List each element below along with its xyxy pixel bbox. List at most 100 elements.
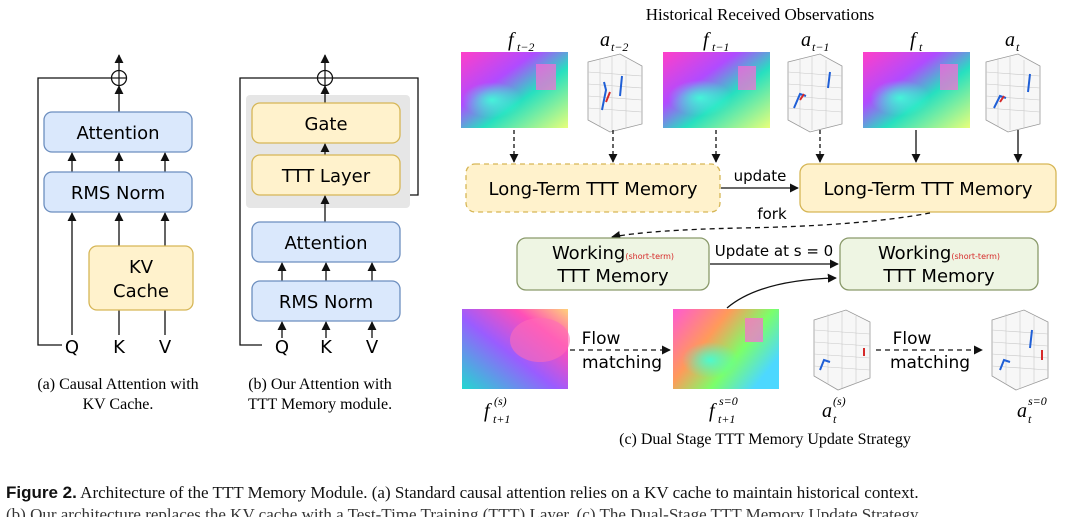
kv-cache-label-2: Cache [113,281,169,302]
action-plot-t-1 [787,53,843,133]
label-a-t-s: a (s) t [822,394,846,426]
svg-text:a: a [801,29,811,51]
kv-cache-block [88,245,194,311]
fork-arrow [611,212,931,240]
panel-c-title: Historical Received Observations [646,5,875,24]
svg-text:t+1: t+1 [718,412,735,426]
denoised-flow-image [673,309,779,389]
rms-norm-block-b [251,280,401,322]
input-v: V [159,337,172,358]
figure-caption-text-1: Architecture of the TTT Memory Module. (… [80,483,919,502]
obs-label-a-t: a t [1005,29,1020,54]
action-plot-t-2 [587,53,643,133]
gate-block [251,102,401,144]
svg-text:t−1: t−1 [712,40,729,54]
input-v-b: V [366,337,379,358]
fork-label: fork [757,205,787,223]
svg-text:(s): (s) [833,394,846,408]
panel-a-residual-line [37,77,112,346]
panel-c: Historical Received Observations f t−2 a… [461,5,1057,448]
svg-text:t−2: t−2 [611,40,628,54]
svg-text:f: f [508,29,516,51]
long-term-memory-old-label: Long-Term TTT Memory [488,179,697,200]
working-memory-old [516,237,710,291]
attention-label-b: Attention [284,233,367,254]
working-memory-new-label: Working(short-term) [878,243,1000,264]
panel-a-caption-1: (a) Causal Attention with [37,376,198,393]
obs-label-f-t-2: f t−2 [508,29,534,54]
panel-c-caption: (c) Dual Stage TTT Memory Update Strateg… [619,431,911,448]
flow-image-t-2 [461,52,568,128]
denoised-action-plot [991,309,1049,391]
obs-label-a-t-1: a t−1 [801,29,829,54]
action-plot-t [985,53,1041,133]
panel-b-residual-line [239,77,318,346]
working-memory-old-label-2: TTT Memory [556,266,669,287]
svg-text:s=0: s=0 [1028,394,1047,408]
panel-a-add-node [110,69,128,87]
svg-text:f: f [484,400,492,422]
svg-text:a: a [600,29,610,51]
attention-label: Attention [76,123,159,144]
update-at-s0-label: Update at s = 0 [715,242,833,260]
figure-label: Figure 2. [6,483,77,502]
flow-image-t [863,52,970,128]
attention-block-b [251,221,401,263]
long-term-memory-old [465,163,721,213]
panel-a: Attention RMS Norm KV Cache Q K V (a) Ca… [37,54,199,413]
svg-text:f: f [703,29,711,51]
obs-label-f-t: f t [910,29,923,54]
flow-matching-label-1a: Flow [582,329,621,349]
svg-text:t: t [919,40,923,54]
flow-matching-label-2b: matching [890,353,970,373]
flow-image-t-1 [663,52,770,128]
figure-caption: Figure 2. Architecture of the TTT Memory… [6,482,1080,517]
update-label: update [734,167,787,185]
ttt-layer-block [251,154,401,196]
flow-matching-label-2a: Flow [893,329,932,349]
working-memory-new [839,237,1039,291]
svg-text:a: a [822,400,832,422]
label-f-t1-s: f (s) t+1 [484,394,510,426]
svg-text:f: f [910,29,918,51]
svg-text:t−2: t−2 [517,40,534,54]
svg-text:f: f [709,400,717,422]
figure-caption-line-1: Figure 2. Architecture of the TTT Memory… [6,482,1080,504]
ttt-layer-label: TTT Layer [281,166,371,187]
panel-b: Gate TTT Layer Attention RMS Norm Q K V … [239,54,419,413]
svg-text:s=0: s=0 [719,394,738,408]
flow-to-working-arrow [726,273,837,309]
long-term-memory-new-label: Long-Term TTT Memory [823,179,1032,200]
input-k: K [113,337,126,358]
svg-text:t: t [1016,40,1020,54]
obs-label-a-t-2: a t−2 [600,29,628,54]
svg-text:a: a [1005,29,1015,51]
input-k-b: K [320,337,333,358]
svg-text:t: t [833,412,837,426]
panel-b-caption-2: TTT Memory module. [248,396,392,413]
long-term-memory-new [799,163,1057,213]
noisy-flow-image [462,309,570,389]
svg-text:a: a [1017,400,1027,422]
flow-matching-label-1b: matching [582,353,662,373]
svg-text:t−1: t−1 [812,40,829,54]
label-a-t-s0: a s=0 t [1017,394,1047,426]
rms-norm-label-b: RMS Norm [279,292,373,313]
obs-label-f-t-1: f t−1 [703,29,729,54]
gate-label: Gate [304,114,347,135]
label-f-t1-s0: f s=0 t+1 [709,394,738,426]
svg-text:(s): (s) [494,394,507,408]
panel-b-caption-1: (b) Our Attention with [248,376,392,393]
svg-text:t: t [1028,412,1032,426]
working-memory-new-label-2: TTT Memory [882,266,995,287]
rms-norm-block [43,171,193,213]
figure-caption-line-2: (b) Our architecture replaces the KV cac… [6,505,919,517]
input-q-b: Q [275,337,289,358]
input-q: Q [65,337,79,358]
rms-norm-label: RMS Norm [71,183,165,204]
attention-block [43,111,193,153]
panel-b-add-node [316,69,334,87]
noisy-action-plot [813,309,871,391]
kv-cache-label-1: KV [129,257,154,278]
svg-text:t+1: t+1 [493,412,510,426]
